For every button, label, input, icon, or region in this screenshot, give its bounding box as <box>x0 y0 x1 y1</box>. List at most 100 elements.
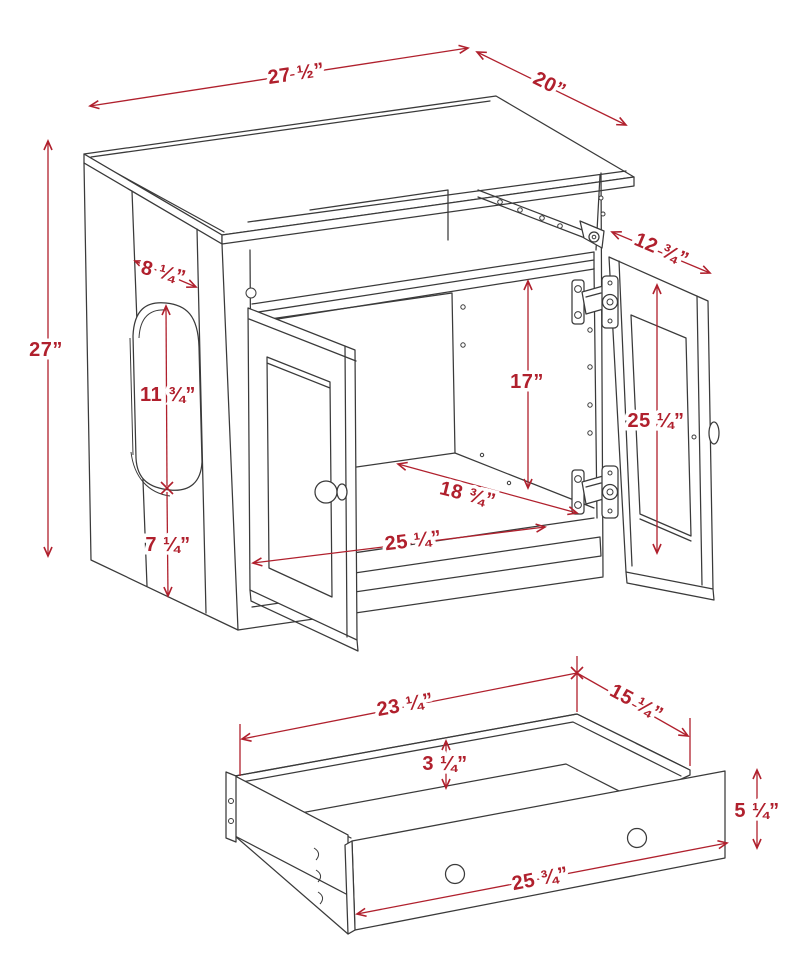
dim-label: 27” <box>29 339 63 361</box>
slide-hole <box>497 199 503 205</box>
hinge-cup-pin <box>606 488 614 496</box>
hinge-arm-line <box>585 482 602 488</box>
joint-marks <box>313 847 324 905</box>
shelf-pin-hole <box>460 304 466 310</box>
dim-label: 11 ¾” <box>140 384 196 406</box>
hinge-arm-line <box>585 292 602 298</box>
dim-label: 25 ¼” <box>628 410 685 432</box>
dim-interior-height: 17” <box>507 279 547 490</box>
slide-roller-pin <box>591 234 597 240</box>
hinge-screw <box>574 501 582 509</box>
dim-label: 27 ½” <box>266 59 326 89</box>
body-bottom-edge <box>237 576 604 631</box>
pet-opening <box>132 302 203 491</box>
dim-line <box>475 51 628 126</box>
slide-hole <box>557 223 563 229</box>
front-top-edge <box>247 170 627 223</box>
right-door-bottom-edge <box>625 571 715 601</box>
dim-line <box>161 304 171 487</box>
hinge-bottom <box>571 465 619 519</box>
drawer-front-endcap <box>344 840 356 935</box>
right-door-hinge-stile <box>618 260 633 567</box>
shelf-pin-hole <box>587 327 593 333</box>
drawer-knob <box>444 863 466 885</box>
dim-label: 25 ¼” <box>384 527 443 556</box>
floor-dot <box>506 480 512 486</box>
hinge-screw <box>574 311 582 319</box>
dim-line <box>240 672 578 742</box>
dowel-hole <box>228 798 234 804</box>
dim-top-width: 27 ½” <box>88 44 470 110</box>
dim-drawer-inner-height: 3 ¼” <box>419 739 471 790</box>
dim-label: 3 ¼” <box>422 753 467 775</box>
dim-label: 20” <box>530 67 570 102</box>
dim-label: 5 ¼” <box>734 800 779 822</box>
dim-label: 15 ¼” <box>606 680 667 726</box>
dim-interior-depth: 18 ¾” <box>396 461 579 516</box>
cam-lock-hole <box>245 287 257 299</box>
left-door-panel <box>266 356 333 598</box>
dim-extension-lines <box>239 656 578 776</box>
dim-label: 7 ¼” <box>145 534 190 556</box>
stile-hole <box>600 211 606 217</box>
shelf-pin-hole <box>587 430 593 436</box>
back-corner-edge <box>269 292 456 454</box>
dowel-hole <box>228 818 234 824</box>
dim-side-opening-height: 11 ¾” <box>137 304 199 495</box>
dim-line <box>396 461 579 516</box>
hinge-cup-pin <box>606 298 614 306</box>
dim-label: 23 ¼” <box>375 689 435 721</box>
slide-hole <box>517 207 523 213</box>
dim-line <box>355 839 729 918</box>
hinge-cup-screw <box>607 508 613 514</box>
shelf-pin-hole <box>587 364 593 370</box>
dim-line <box>610 230 712 275</box>
shelf-pin-hole <box>587 402 593 408</box>
drawer-bay <box>309 189 606 249</box>
hinge-screw <box>574 475 582 483</box>
left-door-face <box>247 307 358 641</box>
drawer-knob <box>626 827 648 849</box>
left-door-knob <box>314 480 338 504</box>
right-stile-inner-edge <box>593 174 601 519</box>
hinge-cup-screw <box>607 280 613 286</box>
right-door-knob-screw <box>691 434 697 440</box>
slide-hole <box>539 215 545 221</box>
hinge-screw <box>574 285 582 293</box>
hinge-cup-screw <box>607 470 613 476</box>
dim-drawer-front-height: 5 ¼” <box>731 768 783 850</box>
dim-side-opening-to-floor: 7 ¼” <box>142 491 194 598</box>
shelf-pin-hole <box>460 342 466 348</box>
drawer-view <box>225 713 726 935</box>
mid-rail <box>251 251 595 324</box>
dim-line <box>88 44 470 110</box>
dim-line <box>133 260 198 288</box>
left-door <box>247 307 359 652</box>
left-door-top-edge <box>248 318 357 362</box>
dim-label: 17” <box>510 371 544 393</box>
floor-dot <box>479 452 485 458</box>
hinge-top <box>571 275 619 329</box>
dim-x-mark <box>160 481 174 495</box>
cabinet-view <box>83 95 720 652</box>
dim-line <box>576 672 690 737</box>
right-door-free-edge <box>696 295 703 586</box>
drawer-slide <box>477 189 606 249</box>
left-door-knob-stem <box>336 483 348 501</box>
dim-label: 18 ¾” <box>437 477 498 512</box>
stile-hole <box>598 195 604 201</box>
dim-door-height: 25 ¼” <box>624 283 687 555</box>
drawer-side-endcap <box>225 771 237 843</box>
top-thickness-front <box>221 176 635 245</box>
hinge-cup-screw <box>607 318 613 324</box>
cabinet-top <box>83 95 635 245</box>
right-door-panel <box>630 314 692 542</box>
dim-overall-height: 27” <box>26 139 66 558</box>
bay-back-corner <box>309 189 449 241</box>
dim-line <box>163 491 173 598</box>
right-door-knob <box>708 421 720 445</box>
slide-rail <box>477 189 599 244</box>
left-door-bottom-edge <box>249 589 359 652</box>
